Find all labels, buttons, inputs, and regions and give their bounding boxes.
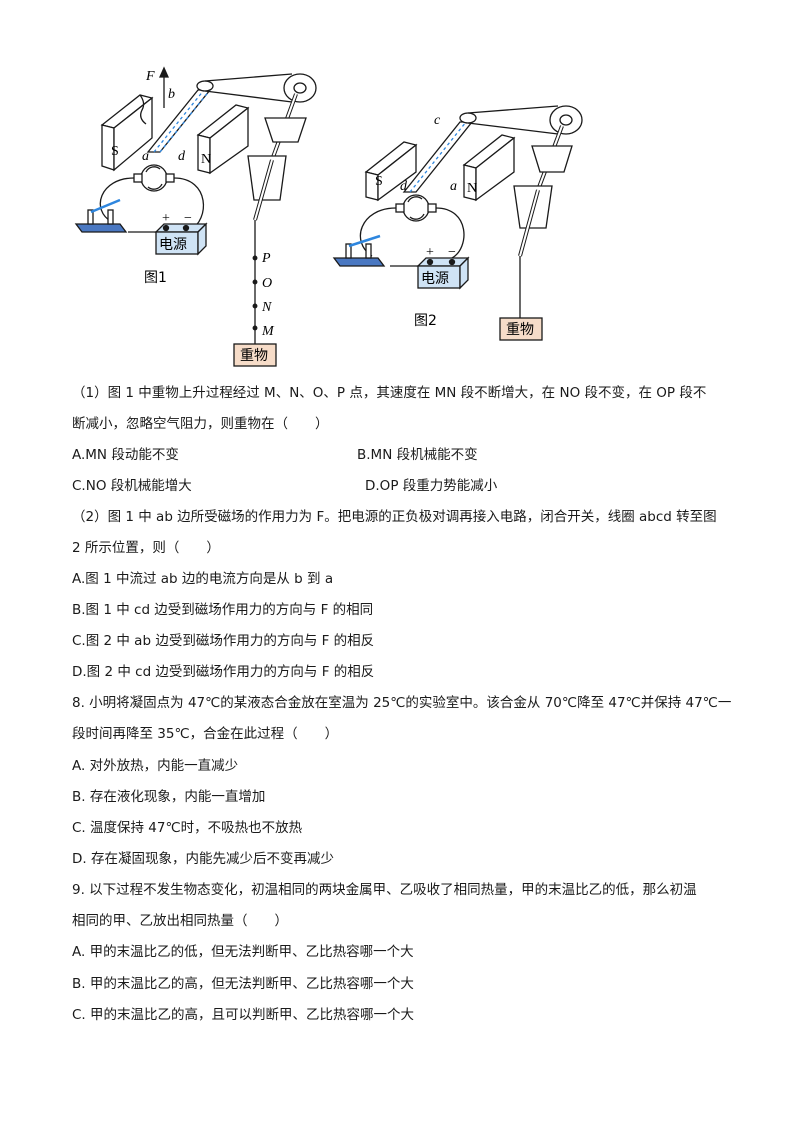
q8-option-d[interactable]: D. 存在凝固现象，内能先减少后不变再减少 (72, 851, 334, 867)
commutator-1 (133, 164, 175, 192)
q8-option-a[interactable]: A. 对外放热，内能一直减少 (72, 758, 239, 774)
coil-label-b-1: b (168, 87, 175, 102)
coil-label-a-2: a (450, 179, 457, 194)
q9-option-c[interactable]: C. 甲的末温比乙的高，且可以判断甲、乙比热容哪一个大 (72, 1007, 415, 1023)
coil-label-c-2: c (434, 113, 441, 128)
figure-1-caption: 图1 (144, 270, 167, 286)
figures-svg: F S N b a d + − 电源 图1 P O N M 重物 (74, 66, 583, 367)
q7-1-option-d[interactable]: D.OP 段重力势能减小 (365, 478, 498, 494)
battery-2 (416, 256, 470, 290)
battery-minus-1: − (184, 211, 192, 226)
q8-stem-line1: 8. 小明将凝固点为 47℃的某液态合金放在室温为 25℃的实验室中。该合金从 … (72, 695, 732, 711)
force-label: F (145, 69, 155, 84)
magnet-n-2 (462, 134, 516, 202)
figure-2 (332, 105, 583, 341)
q7-1-stem-line2: 断减小，忽略空气阻力，则重物在（ ） (72, 416, 329, 432)
magnet-n-1 (196, 104, 250, 175)
q8-stem-line2: 段时间再降至 35℃，合金在此过程（ ） (72, 726, 339, 742)
q7-1-option-b[interactable]: B.MN 段机械能不变 (357, 447, 478, 463)
battery-1 (154, 222, 208, 256)
q7-2-stem-line2: 2 所示位置，则（ ） (72, 540, 220, 556)
q7-2-option-d[interactable]: D.图 2 中 cd 边受到磁场作用力的方向与 F 的相反 (72, 664, 375, 680)
coil-label-a-1: a (142, 149, 149, 164)
pole-n-label-1: N (201, 152, 211, 167)
point-o: O (262, 276, 272, 291)
q7-2-option-c[interactable]: C.图 2 中 ab 边受到磁场作用力的方向与 F 的相反 (72, 633, 375, 649)
pole-s-label-2: S (375, 174, 383, 189)
weight-label-1: 重物 (240, 348, 268, 364)
weight-box-1 (233, 343, 277, 367)
q8-option-b[interactable]: B. 存在液化现象，内能一直增加 (72, 789, 266, 805)
point-p: P (261, 251, 271, 266)
battery-minus-2: − (448, 245, 456, 260)
knife-switch-1 (74, 198, 128, 233)
point-m: M (261, 324, 275, 339)
pole-s-label-1: S (111, 144, 119, 159)
q7-1-stem-line1: （1）图 1 中重物上升过程经过 M、N、O、P 点，其速度在 MN 段不断增大… (72, 385, 707, 401)
force-arrowhead (158, 66, 170, 78)
magnet-s-2 (364, 141, 418, 202)
wire-right-2 (435, 207, 465, 259)
figure-2-caption: 图2 (414, 313, 437, 329)
magnet-s-1 (100, 94, 154, 172)
q9-option-a[interactable]: A. 甲的末温比乙的低，但无法判断甲、乙比热容哪一个大 (72, 944, 414, 960)
power-label-1: 电源 (159, 237, 187, 253)
weight-label-2: 重物 (506, 322, 534, 338)
pulley-system-2 (459, 105, 583, 318)
physics-figures: F S N b a d + − 电源 图1 P O N M 重物 (60, 60, 700, 370)
q7-2-option-a[interactable]: A.图 1 中流过 ab 边的电流方向是从 b 到 a (72, 571, 334, 587)
q7-2-option-b[interactable]: B.图 1 中 cd 边受到磁场作用力的方向与 F 的相同 (72, 602, 374, 618)
q9-stem-line2: 相同的甲、乙放出相同热量（ ） (72, 913, 288, 929)
wire-left-1 (99, 177, 135, 223)
q7-2-stem-line1: （2）图 1 中 ab 边所受磁场的作用力为 F。把电源的正负极对调再接入电路，… (72, 509, 717, 525)
q9-option-b[interactable]: B. 甲的末温比乙的高，但无法判断甲、乙比热容哪一个大 (72, 976, 414, 992)
point-n: N (261, 300, 272, 315)
pole-n-label-2: N (467, 181, 477, 196)
battery-plus-2: + (426, 245, 434, 260)
coil-label-d-2: d (400, 179, 408, 194)
q7-1-option-a[interactable]: A.MN 段动能不变 (72, 447, 179, 463)
commutator-2 (395, 194, 437, 222)
battery-plus-1: + (162, 211, 170, 226)
coil-label-d-1: d (178, 149, 186, 164)
pulley-system-1 (196, 73, 317, 344)
power-label-2: 电源 (421, 271, 449, 287)
weight-box-2 (499, 317, 543, 341)
figure-1 (74, 66, 317, 367)
q9-stem-line1: 9. 以下过程不发生物态变化，初温相同的两块金属甲、乙吸收了相同热量，甲的末温比… (72, 882, 697, 898)
q7-1-option-c[interactable]: C.NO 段机械能增大 (72, 478, 192, 494)
knife-switch-2 (332, 234, 386, 267)
q8-option-c[interactable]: C. 温度保持 47℃时，不吸热也不放热 (72, 820, 303, 836)
